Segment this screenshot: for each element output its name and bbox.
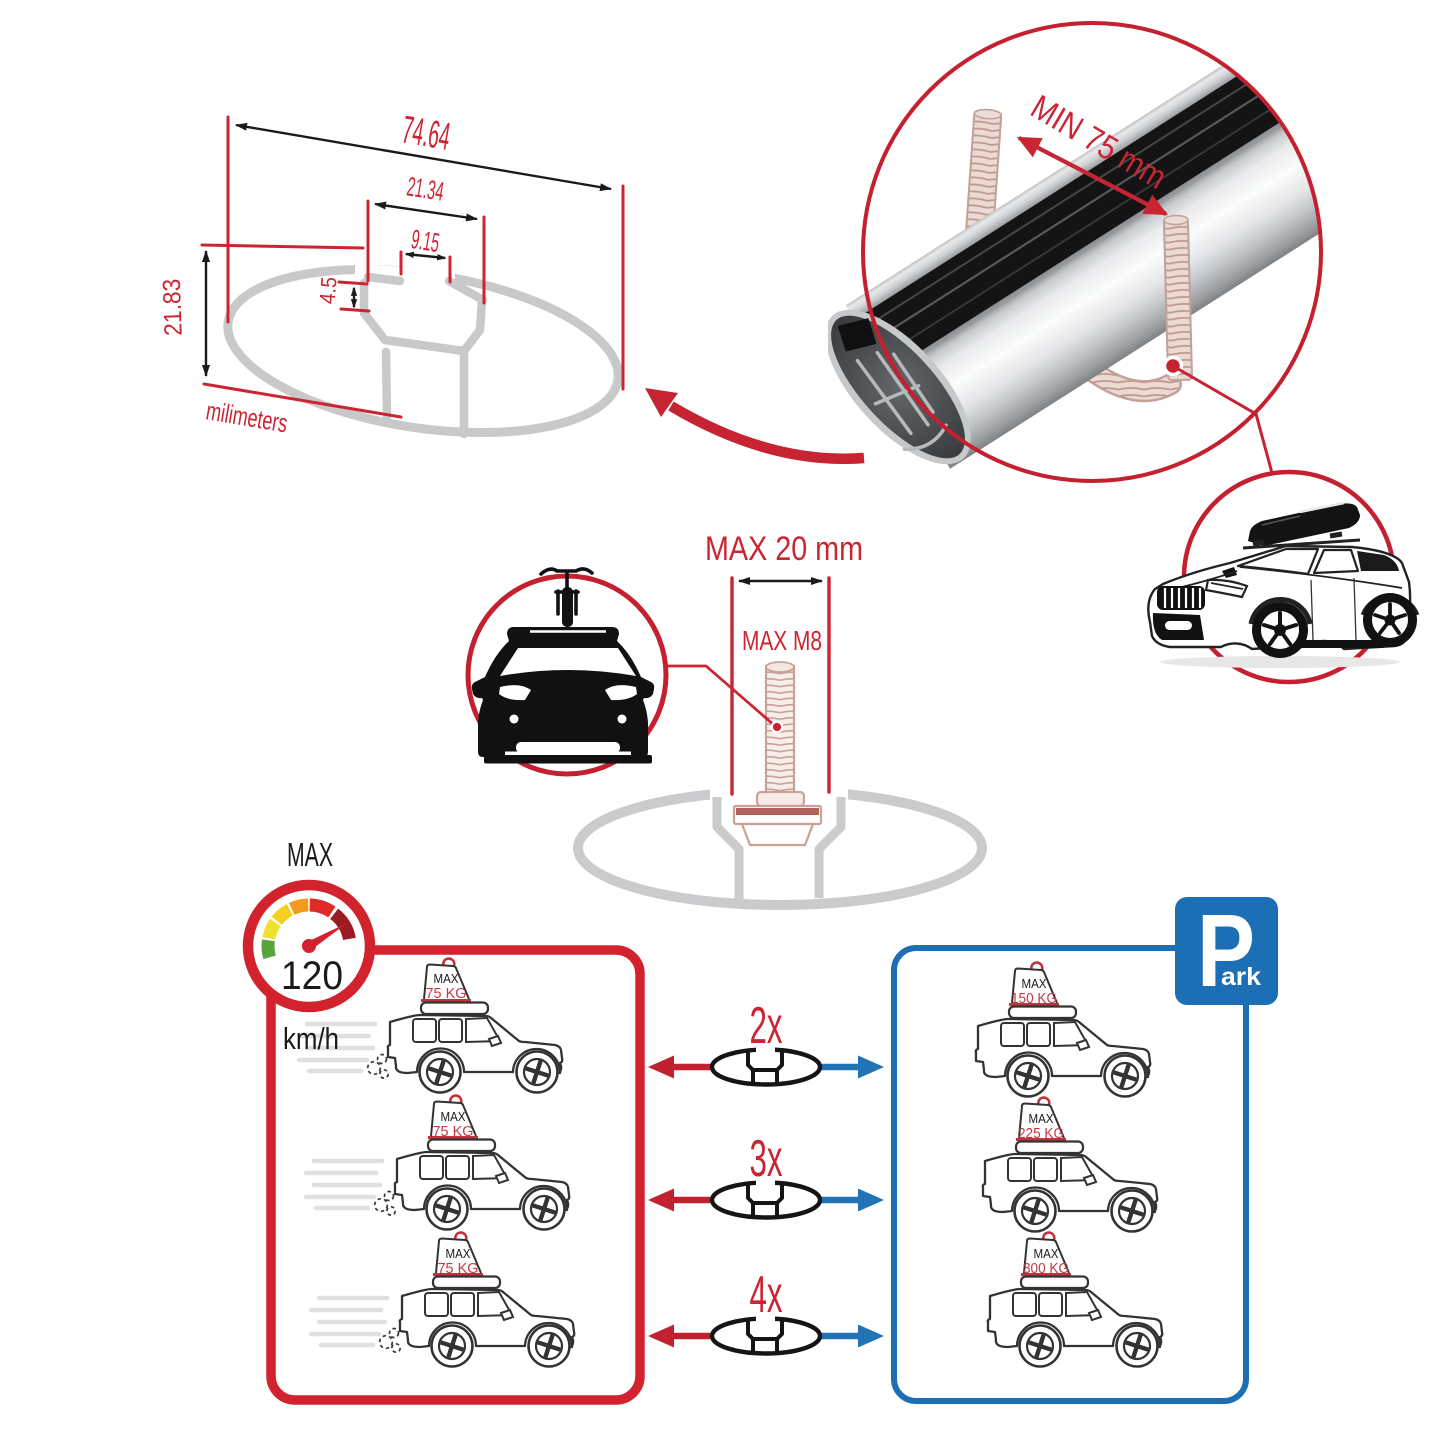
- svg-text:120: 120: [281, 954, 343, 998]
- svg-text:21.83: 21.83: [158, 278, 188, 336]
- svg-text:21.34: 21.34: [405, 171, 446, 206]
- svg-text:ark: ark: [1221, 963, 1261, 991]
- svg-text:4.5: 4.5: [314, 276, 341, 305]
- svg-text:MAX M8: MAX M8: [742, 625, 822, 656]
- svg-text:MAX: MAX: [446, 1247, 472, 1261]
- svg-text:MAX: MAX: [1022, 977, 1048, 991]
- svg-text:3x: 3x: [750, 1130, 783, 1188]
- svg-text:300 KG: 300 KG: [1023, 1261, 1069, 1277]
- svg-text:74.64: 74.64: [399, 109, 453, 159]
- svg-text:4x: 4x: [750, 1266, 783, 1324]
- svg-text:75 KG: 75 KG: [426, 986, 467, 1002]
- svg-text:75 KG: 75 KG: [438, 1261, 479, 1277]
- svg-text:MAX: MAX: [1034, 1247, 1060, 1261]
- svg-text:MAX: MAX: [1029, 1112, 1055, 1126]
- svg-text:MAX: MAX: [441, 1110, 467, 1124]
- svg-text:MAX: MAX: [434, 972, 460, 986]
- svg-text:75 KG: 75 KG: [433, 1124, 474, 1140]
- svg-text:150 KG: 150 KG: [1011, 991, 1057, 1007]
- svg-text:km/h: km/h: [283, 1021, 339, 1056]
- svg-text:9.15: 9.15: [409, 224, 441, 258]
- svg-text:MAX 20 mm: MAX 20 mm: [705, 530, 863, 568]
- svg-text:225 KG: 225 KG: [1018, 1126, 1064, 1142]
- svg-text:MAX: MAX: [287, 836, 333, 873]
- svg-text:P: P: [1197, 893, 1255, 1008]
- svg-text:2x: 2x: [750, 997, 783, 1055]
